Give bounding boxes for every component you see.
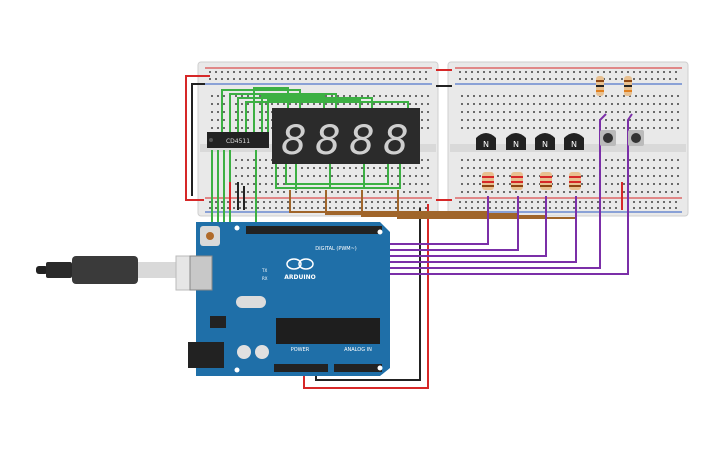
usb-cable [36, 255, 201, 291]
push-button-2[interactable] [628, 130, 644, 146]
digit-1: 8 [281, 118, 306, 164]
power-header-label: POWER [291, 347, 310, 353]
analog-header[interactable] [334, 364, 382, 372]
svg-text:N: N [542, 140, 548, 149]
resistor-6[interactable] [624, 76, 632, 96]
tx-label: TX [261, 268, 267, 273]
digit-3: 8 [349, 118, 374, 164]
atmega-chip [276, 318, 380, 344]
svg-text:N: N [483, 140, 489, 149]
resistors [482, 76, 632, 190]
transistors: N N N N [476, 133, 584, 150]
transistor-3[interactable]: N [535, 133, 555, 150]
analog-header-label: ANALOG IN [344, 347, 372, 353]
transistor-1[interactable]: N [476, 133, 496, 150]
arduino-uno[interactable]: DIGITAL (PWM~) POWER ANALOG IN ARDUINO T… [188, 222, 390, 376]
chip-label: CD4511 [226, 138, 250, 145]
digit-4: 8 [383, 118, 408, 164]
usb-port [189, 255, 213, 291]
breadboard-right-bottom-rail-holes [459, 201, 677, 209]
push-button-1[interactable] [600, 130, 616, 146]
transistor-4[interactable]: N [564, 133, 584, 150]
transistor-2[interactable]: N [506, 133, 526, 150]
power-header[interactable] [274, 364, 328, 372]
digital-header-label: DIGITAL (PWM~) [315, 246, 357, 252]
svg-text:N: N [513, 140, 519, 149]
arduino-brand: ARDUINO [284, 274, 315, 281]
power-jack [188, 342, 224, 368]
digital-header[interactable] [246, 226, 382, 234]
push-buttons [600, 130, 644, 146]
resistor-5[interactable] [596, 76, 604, 96]
digit-2: 8 [315, 118, 340, 164]
arduino-logo: ARDUINO [284, 258, 316, 281]
breadboard-left-bottom-rail-holes [209, 201, 427, 209]
resistor-1[interactable] [482, 172, 494, 190]
cd4511-chip[interactable]: CD4511 [207, 132, 269, 148]
seven-segment-display[interactable]: 8 8 8 8 [272, 108, 420, 164]
svg-text:N: N [571, 140, 577, 149]
resistor-2[interactable] [511, 172, 523, 190]
resistor-4[interactable] [569, 172, 581, 190]
rx-label: RX [262, 276, 268, 281]
resistor-3[interactable] [540, 172, 552, 190]
breadboard-left-top-rail-holes [209, 71, 427, 80]
